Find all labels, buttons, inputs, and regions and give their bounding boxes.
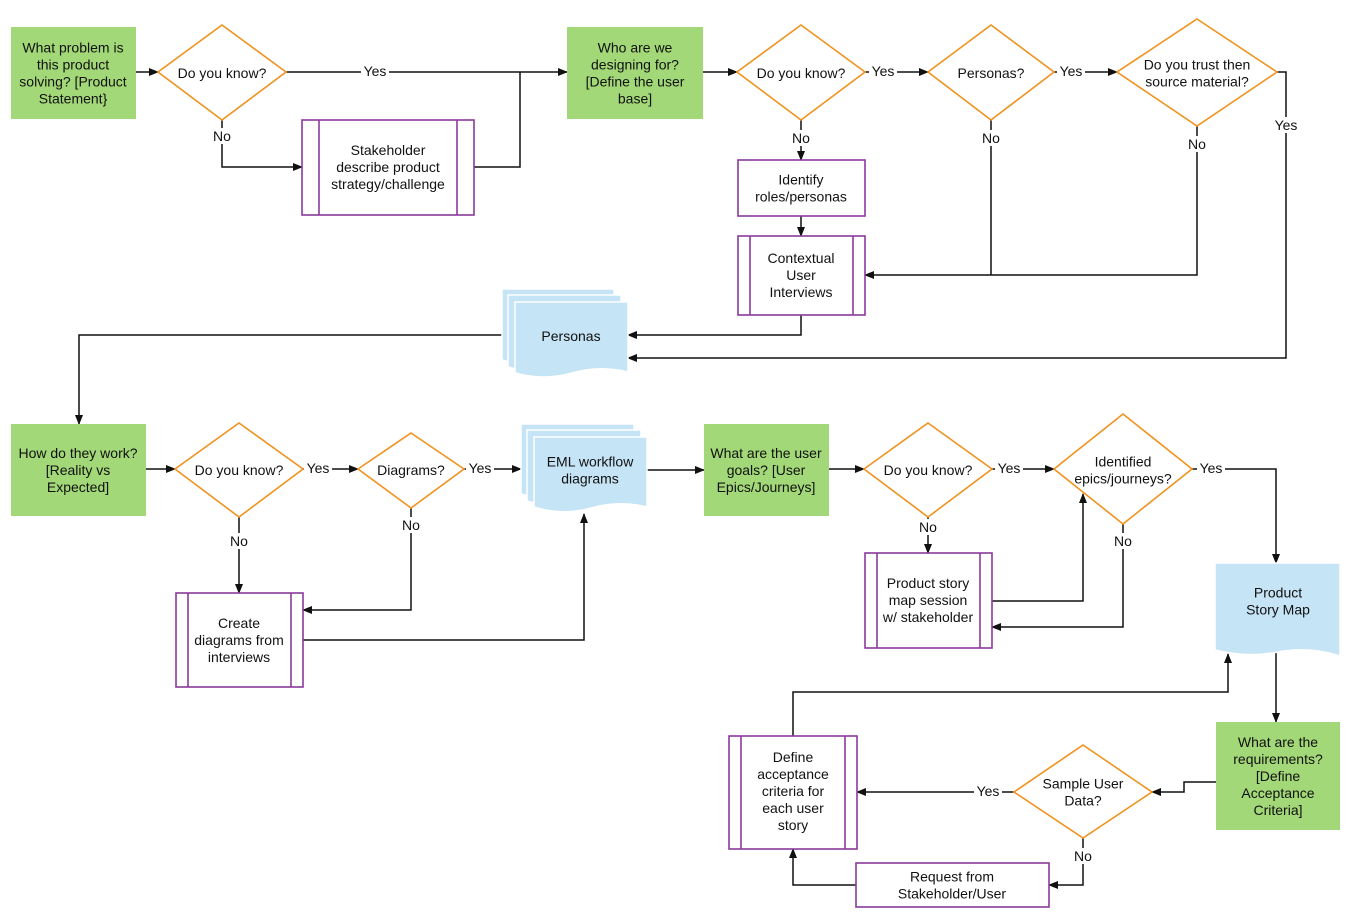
svg-text:Yes: Yes	[998, 460, 1021, 476]
svg-text:Yes: Yes	[307, 460, 330, 476]
svg-text:Yes: Yes	[872, 63, 895, 79]
edge-p1-n2	[474, 72, 521, 168]
svg-text:No: No	[230, 533, 248, 549]
node-label: Diagrams?	[377, 462, 445, 478]
edge-label-yes: Yes	[1272, 117, 1300, 133]
edge-label-no: No	[210, 128, 234, 144]
edge-label-yes: Yes	[1057, 63, 1085, 79]
svg-text:Yes: Yes	[977, 783, 1000, 799]
edge-label-yes: Yes	[361, 63, 389, 79]
edge-label-no: No	[916, 519, 940, 535]
edge-r2-p5	[789, 848, 856, 886]
edge-label-no: No	[1071, 848, 1095, 864]
svg-text:Yes: Yes	[1200, 460, 1223, 476]
edge-d4-doc1-yes	[627, 71, 1287, 362]
svg-text:No: No	[1188, 136, 1206, 152]
edge-label-yes: Yes	[1197, 460, 1225, 476]
decision-do-you-know-goals: Do you know?	[862, 422, 994, 518]
edge-p4-d8	[992, 493, 1087, 602]
svg-text:Yes: Yes	[364, 63, 387, 79]
svg-text:No: No	[919, 519, 937, 535]
edge-n5-d9	[1151, 781, 1216, 796]
node-label: Do you know?	[195, 462, 284, 478]
svg-text:Yes: Yes	[469, 460, 492, 476]
document-personas-stack: Personas	[501, 288, 629, 378]
edge-p5-doc3	[792, 653, 1232, 736]
edge-label-no: No	[227, 533, 251, 549]
svg-text:No: No	[1074, 848, 1092, 864]
decision-diagrams: Diagrams?	[356, 432, 466, 509]
edge-label-no: No	[979, 130, 1003, 146]
edge-label-yes: Yes	[466, 460, 494, 476]
edge-label-yes: Yes	[995, 460, 1023, 476]
decision-personas: Personas?	[926, 24, 1056, 122]
svg-text:No: No	[402, 517, 420, 533]
edge-label-no: No	[1185, 136, 1209, 152]
svg-text:Yes: Yes	[1275, 117, 1298, 133]
svg-text:No: No	[213, 128, 231, 144]
edge-d8-doc3-yes	[1192, 468, 1280, 564]
edge-label-no: No	[399, 517, 423, 533]
decision-do-you-know-work: Do you know?	[173, 422, 305, 518]
node-label: Do you know?	[178, 65, 267, 81]
edge-d6-p3-no	[302, 508, 412, 614]
edge-d8-p4-no	[991, 524, 1124, 631]
edge-label-yes: Yes	[974, 783, 1002, 799]
node-label: Do you know?	[884, 462, 973, 478]
edge-doc1-n3	[75, 334, 502, 425]
node-label: Personas	[541, 328, 600, 344]
edge-label-yes: Yes	[304, 460, 332, 476]
svg-text:No: No	[792, 130, 810, 146]
edge-p3-doc2	[303, 513, 588, 641]
svg-text:No: No	[982, 130, 1000, 146]
edge-label-no: No	[1111, 533, 1135, 549]
svg-text:No: No	[1114, 533, 1132, 549]
svg-text:Yes: Yes	[1060, 63, 1083, 79]
node-label: Personas?	[958, 65, 1025, 81]
node-label: Do you know?	[757, 65, 846, 81]
edge-p2-doc1	[627, 315, 802, 339]
edge-d4-p2-no	[864, 126, 1198, 279]
edge-label-no: No	[789, 130, 813, 146]
edge-label-yes: Yes	[869, 63, 897, 79]
decision-do-you-know-problem: Do you know?	[156, 24, 288, 121]
decision-do-you-know-users: Do you know?	[735, 24, 867, 121]
